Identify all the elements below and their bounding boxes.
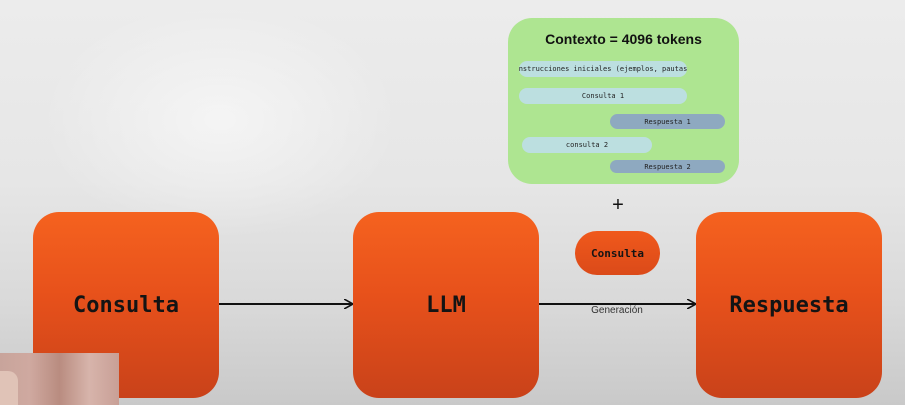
background-glow <box>40 0 400 240</box>
context-message-consulta-1: Consulta 1 <box>519 88 687 104</box>
query-pill: Consulta <box>575 231 660 275</box>
query-pill-label: Consulta <box>591 246 644 260</box>
llm-node-label: LLM <box>426 292 466 318</box>
context-message-respuesta-1: Respuesta 1 <box>610 114 725 129</box>
respuesta-node-label: Respuesta <box>729 292 849 318</box>
context-window-box: Contexto = 4096 tokens Instrucciones ini… <box>508 18 739 184</box>
presenter-face <box>0 371 18 405</box>
generation-edge-label: Generación <box>591 305 643 316</box>
plus-sign: + <box>612 194 624 216</box>
respuesta-node: Respuesta <box>696 212 882 398</box>
consulta-node-label: Consulta <box>73 292 179 318</box>
context-message-instructions: Instrucciones iniciales (ejemplos, pauta… <box>519 61 687 77</box>
context-message-respuesta-2: Respuesta 2 <box>610 160 725 173</box>
llm-node: LLM <box>353 212 539 398</box>
context-message-consulta-2: consulta 2 <box>522 137 652 153</box>
context-title: Contexto = 4096 tokens <box>545 31 702 47</box>
webcam-overlay <box>0 353 119 405</box>
